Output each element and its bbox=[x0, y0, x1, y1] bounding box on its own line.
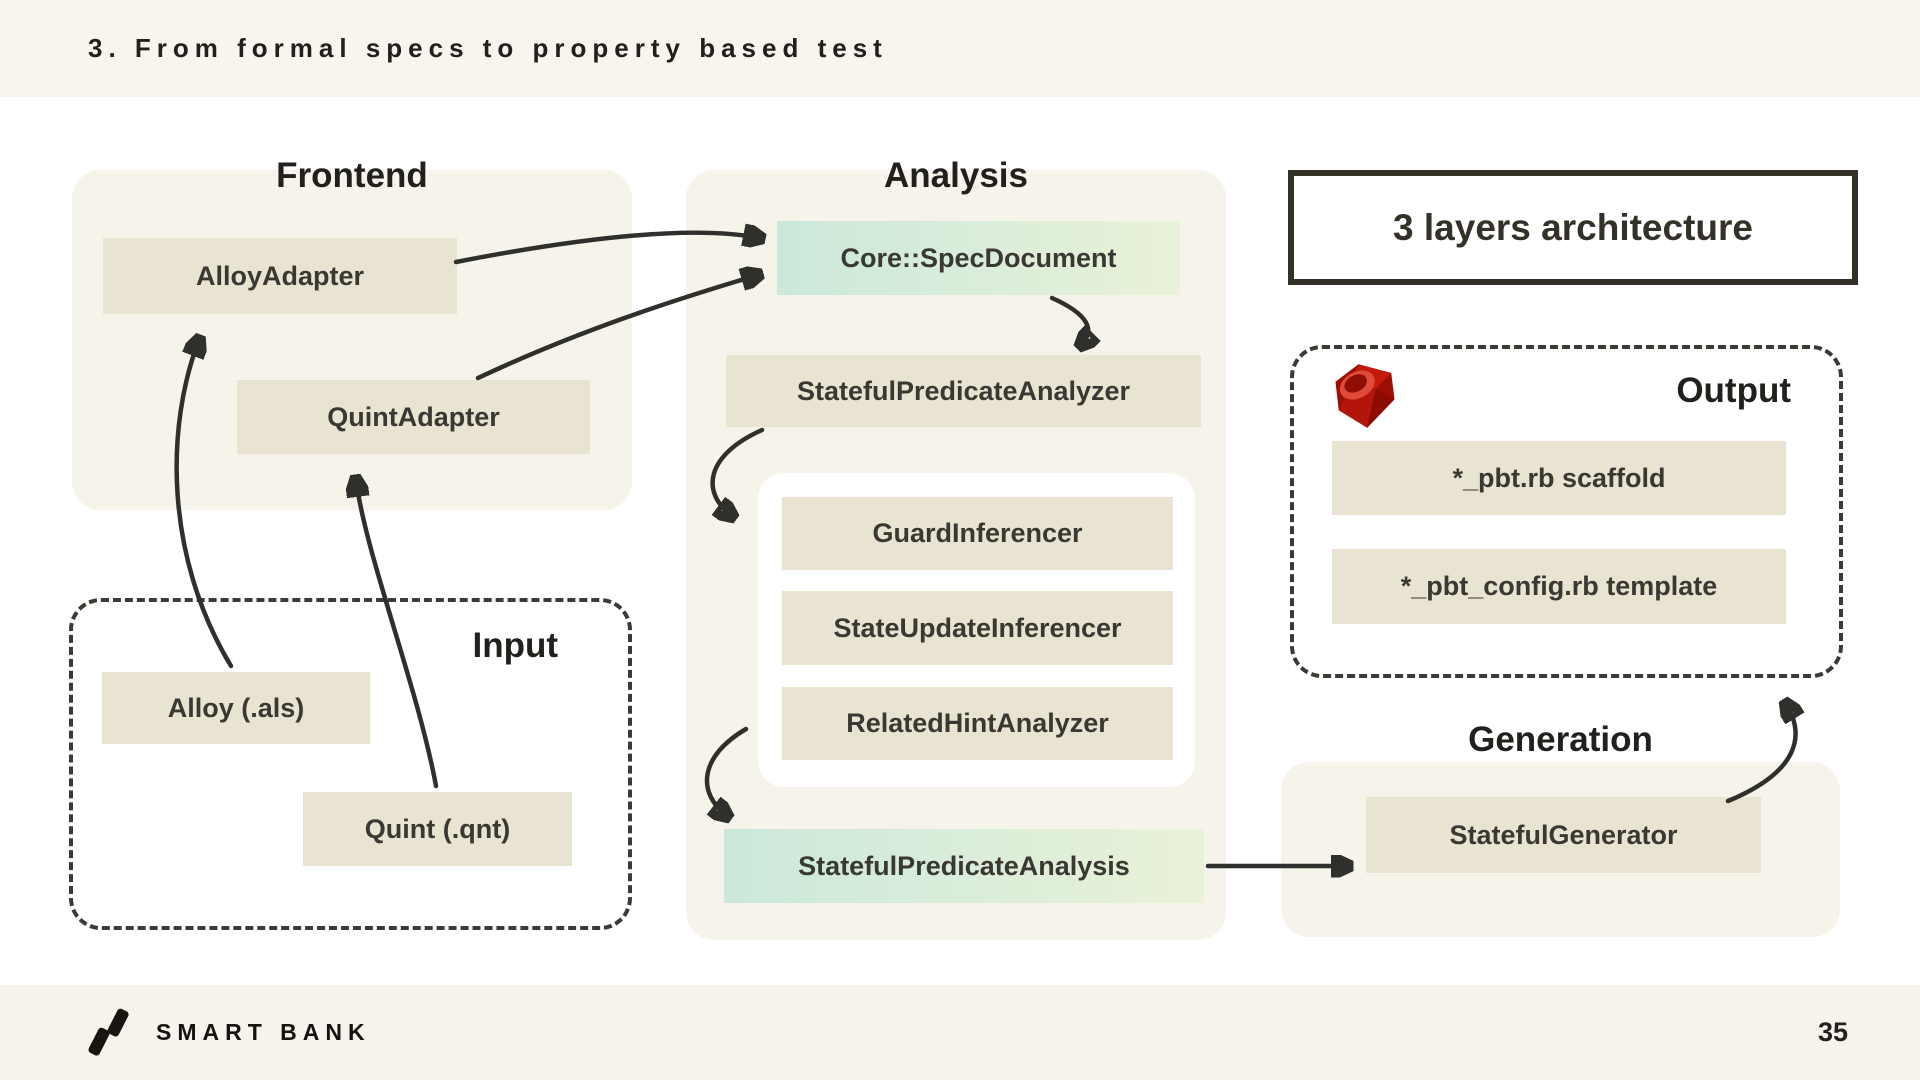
node-stateful-generator: StatefulGenerator bbox=[1366, 797, 1761, 873]
node-state-update-inferencer: StateUpdateInferencer bbox=[782, 591, 1173, 665]
node-alloy-file: Alloy (.als) bbox=[102, 672, 370, 744]
node-stateful-predicate-analysis: StatefulPredicateAnalysis bbox=[724, 829, 1204, 903]
title-band: 3. From formal specs to property based t… bbox=[0, 0, 1920, 97]
inferencer-group: GuardInferencer StateUpdateInferencer Re… bbox=[758, 473, 1195, 787]
node-related-hint-analyzer: RelatedHintAnalyzer bbox=[782, 687, 1173, 760]
frontend-panel: Frontend AlloyAdapter QuintAdapter bbox=[72, 156, 632, 510]
node-core-spec-document: Core::SpecDocument bbox=[777, 221, 1180, 295]
node-pbt-config-template: *_pbt_config.rb template bbox=[1332, 549, 1786, 624]
node-quint-file: Quint (.qnt) bbox=[303, 792, 572, 866]
analysis-title: Analysis bbox=[884, 156, 1028, 195]
frontend-title: Frontend bbox=[276, 156, 428, 195]
page-number: 35 bbox=[1817, 1017, 1848, 1047]
input-panel: Input Alloy (.als) Quint (.qnt) bbox=[69, 598, 632, 930]
generation-panel: Generation StatefulGenerator bbox=[1281, 720, 1840, 937]
footer-logo-text: SMART BANK bbox=[156, 1019, 371, 1045]
generation-title: Generation bbox=[1468, 720, 1653, 759]
slide-title: 3. From formal specs to property based t… bbox=[88, 33, 888, 63]
architecture-note-box: 3 layers architecture bbox=[1288, 170, 1858, 285]
smartbank-mark-icon bbox=[88, 1008, 129, 1056]
node-quint-adapter: QuintAdapter bbox=[237, 380, 590, 454]
node-alloy-adapter: AlloyAdapter bbox=[103, 238, 457, 314]
footer-band: SMART BANK 35 bbox=[0, 985, 1920, 1080]
node-stateful-predicate-analyzer: StatefulPredicateAnalyzer bbox=[726, 355, 1201, 427]
input-title: Input bbox=[472, 626, 558, 665]
output-title: Output bbox=[1676, 371, 1791, 410]
footer-logo: SMART BANK bbox=[86, 985, 371, 1080]
output-panel: Output *_pbt.rb scaffold *_pbt_config.rb… bbox=[1290, 345, 1843, 678]
analysis-panel: Analysis Core::SpecDocument StatefulPred… bbox=[686, 156, 1226, 940]
ruby-icon bbox=[1335, 364, 1395, 428]
node-guard-inferencer: GuardInferencer bbox=[782, 497, 1173, 570]
node-pbt-scaffold: *_pbt.rb scaffold bbox=[1332, 441, 1786, 515]
